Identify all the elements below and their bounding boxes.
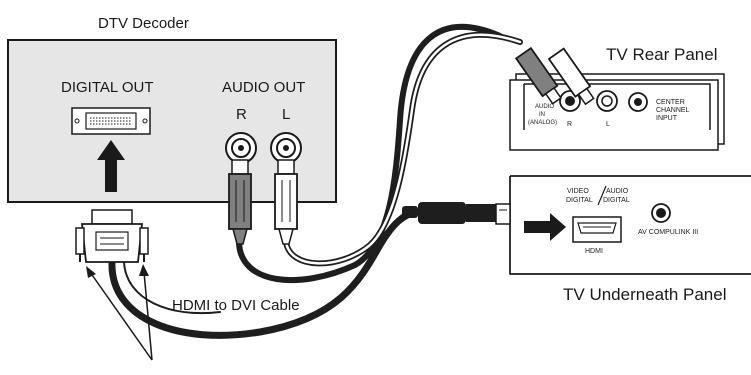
decoder-title: DTV Decoder <box>98 15 189 32</box>
audio-out-r-label: R <box>236 106 247 123</box>
tv-rear-panel: TV Rear Panel AUDIO IN (ANALOG) R L CENT… <box>509 45 725 151</box>
dvi-port-icon <box>71 107 151 135</box>
hdmi-dvi-cable <box>108 208 419 339</box>
audio-digital-label-2: DIGITAL <box>603 197 630 204</box>
audio-out-label: AUDIO OUT <box>222 79 305 96</box>
center-label-1: CENTER <box>656 99 685 106</box>
audio-in-label-3: (ANALOG) <box>528 120 557 126</box>
center-label-2: CHANNEL <box>656 107 690 114</box>
audio-digital-label-1: AUDIO <box>606 188 629 195</box>
digital-out-label: DIGITAL OUT <box>61 79 154 96</box>
insert-arrow-icon <box>97 140 125 192</box>
hdmi-label: HDMI <box>585 248 603 255</box>
rear-rca-plug-l-icon <box>547 47 595 106</box>
av-compulink-jack-icon <box>651 203 671 223</box>
rca-plug-r-icon <box>228 159 252 245</box>
rear-l-label: L <box>606 121 610 128</box>
tv-underneath-panel-title: TV Underneath Panel <box>563 285 727 304</box>
center-channel-jack-icon <box>628 92 648 112</box>
audio-out-r-jack-icon <box>225 132 257 164</box>
tv-rear-panel-title: TV Rear Panel <box>606 45 718 64</box>
hdmi-port-icon <box>572 216 622 243</box>
hdmi-insert-arrow-icon <box>524 213 566 241</box>
thumbscrew-pointer-arrows <box>86 264 153 361</box>
av-compulink-label: AV COMPULINK III <box>638 229 698 236</box>
audio-out-l-label: L <box>282 106 290 123</box>
dtv-decoder: DTV Decoder DIGITAL OUT AUDIO OUT R L <box>7 15 337 203</box>
audio-in-label-2: IN <box>539 112 545 118</box>
dvi-plug-icon <box>75 209 149 263</box>
hdmi-plug-icon <box>402 202 511 225</box>
audio-in-label: AUDIO <box>535 104 554 110</box>
video-digital-label-1: VIDEO <box>567 188 589 195</box>
rear-l-jack-icon <box>596 90 618 112</box>
cable-label: HDMI to DVI Cable <box>172 297 300 314</box>
video-digital-label-2: DIGITAL <box>566 197 593 204</box>
tv-underneath-panel: VIDEO DIGITAL AUDIO DIGITAL HDMI AV COMP… <box>509 175 751 304</box>
rear-rca-plug-r-icon <box>514 46 562 105</box>
center-label-3: INPUT <box>656 115 678 122</box>
rca-plug-l-icon <box>274 159 298 245</box>
audio-out-l-jack-icon <box>270 132 302 164</box>
rear-r-label: R <box>567 121 572 128</box>
rca-audio-cable <box>236 23 523 284</box>
